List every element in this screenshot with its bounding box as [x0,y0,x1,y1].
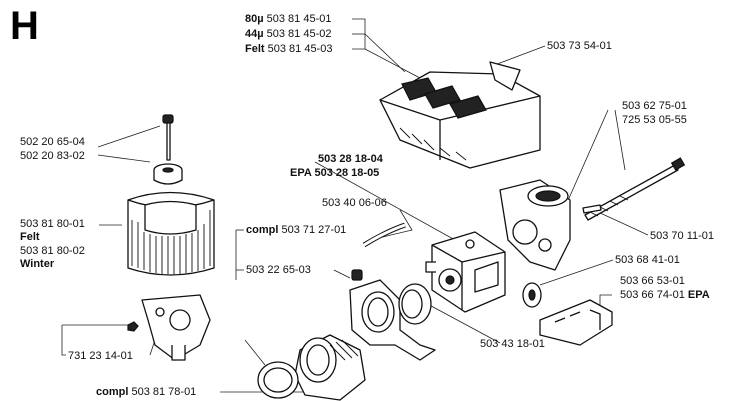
callout-air-filter-winter: 503 81 80-02 [20,245,85,257]
knob-drawing [153,114,183,185]
callout-bolt-b: 725 53 05-55 [622,114,687,126]
filter-holder-drawing [127,294,211,361]
callout-pin: 503 70 11-01 [650,230,715,242]
clamp-drawing [257,361,299,399]
callout-kit: compl 503 71 27-01 [246,224,347,236]
callout-nut: 502 20 83-02 [20,150,85,162]
callout-carb-a: 503 28 18-04 [318,153,383,165]
callout-clip: 503 22 65-03 [246,264,311,276]
callout-filter-felt: Felt 503 81 45-03 [245,43,333,55]
heat-plate-drawing [539,299,613,346]
callout-air-filter-felt-variant: Felt [20,231,40,243]
callout-filter-80: 80µ 503 81 45-01 [245,13,332,25]
callout-air-filter-winter-variant: Winter [20,258,55,270]
flange-drawing [349,269,436,361]
callout-hose: 503 40 06-06 [322,197,387,209]
callout-plate-a: 503 66 53-01 [620,275,685,287]
callout-washer: 503 68 41-01 [615,254,680,266]
leader-lines [61,18,649,393]
air-filter-drawing [127,191,215,276]
callout-air-filter-felt: 503 81 80-01 [20,218,85,230]
section-letter: H [10,4,39,48]
callout-bolt-a: 503 62 75-01 [622,100,687,112]
callout-filter-44: 44µ 503 81 45-02 [245,28,332,40]
long-bolt-drawing [584,157,686,221]
callout-carb-b: EPA 503 28 18-05 [290,167,380,179]
filter-cover-drawing [379,61,541,169]
ring-drawing [398,283,432,325]
callout-cover: 503 73 54-01 [547,40,612,52]
washer-drawing [522,282,542,308]
callout-ring: 503 43 18-01 [480,338,545,350]
callout-holder: compl 503 81 78-01 [96,386,197,398]
pin-drawing [582,204,602,214]
carburetor-drawing [425,231,506,313]
callout-plate-b: 503 66 74-01 EPA [620,289,710,301]
callout-knob: 502 20 65-04 [20,136,85,148]
callout-screw: 731 23 14-01 [68,350,133,362]
fuel-hose-drawing [362,222,406,248]
intake-boot-drawing [294,334,366,401]
intake-elbow-drawing [499,179,571,271]
